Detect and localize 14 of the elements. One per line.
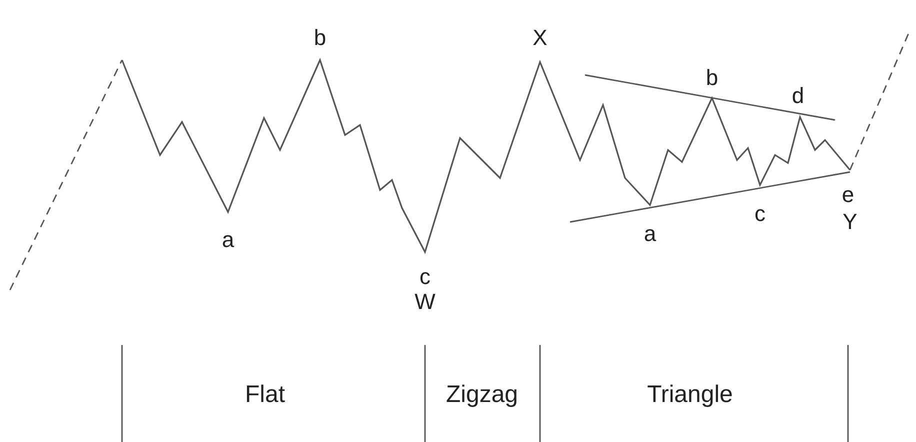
wave-label: X [532,27,548,49]
pattern-label: Flat [245,383,285,407]
pattern-label: Triangle [647,383,733,407]
wave-label: b [706,67,718,89]
wave-label: a [644,223,656,245]
wave-label: W [414,291,436,313]
wave-label: c [420,266,430,288]
pattern-label: Zigzag [446,383,518,407]
wave-label: e [842,184,854,206]
wave-label: Y [842,211,858,233]
wave-label: c [754,203,766,225]
wave-label: d [792,85,804,107]
wave-label: b [314,27,326,49]
wave-label: a [222,229,234,251]
